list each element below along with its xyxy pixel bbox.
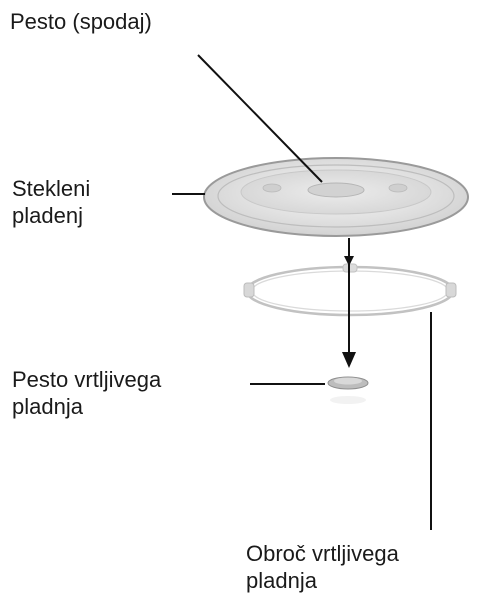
label-pesto-text: Pesto (spodaj) bbox=[10, 9, 152, 34]
glass-tray-inner-rim bbox=[217, 164, 455, 228]
label-ring-line-1: Obroč vrtljivega bbox=[246, 541, 399, 566]
coupling-top bbox=[334, 377, 362, 385]
label-ring: Obroč vrtljivega pladnja bbox=[246, 540, 399, 594]
glass-tray-hub-bump-right bbox=[388, 183, 408, 193]
label-coupling: Pesto vrtljivega pladnja bbox=[12, 366, 161, 420]
glass-tray bbox=[203, 157, 469, 237]
turntable-coupling bbox=[327, 376, 369, 404]
assembly-arrow-head bbox=[342, 352, 356, 368]
roller-wheel-right bbox=[445, 282, 457, 298]
coupling-shadow bbox=[330, 396, 366, 404]
label-glass-tray-line-2: pladenj bbox=[12, 203, 83, 228]
label-ring-line-2: pladnja bbox=[246, 568, 317, 593]
label-coupling-line-1: Pesto vrtljivega bbox=[12, 367, 162, 392]
label-glass-tray: Stekleni pladenj bbox=[12, 175, 90, 229]
leader-lines bbox=[172, 54, 432, 530]
assembly-arrow-top-marker bbox=[344, 256, 354, 266]
label-pesto: Pesto (spodaj) bbox=[10, 8, 152, 35]
roller-wheel-left bbox=[243, 282, 255, 298]
glass-tray-hub-bump-left bbox=[262, 183, 282, 193]
label-coupling-line-2: pladnja bbox=[12, 394, 83, 419]
leader-line-pesto bbox=[197, 54, 323, 183]
label-glass-tray-line-1: Stekleni bbox=[12, 176, 91, 201]
glass-tray-hub bbox=[307, 182, 365, 198]
